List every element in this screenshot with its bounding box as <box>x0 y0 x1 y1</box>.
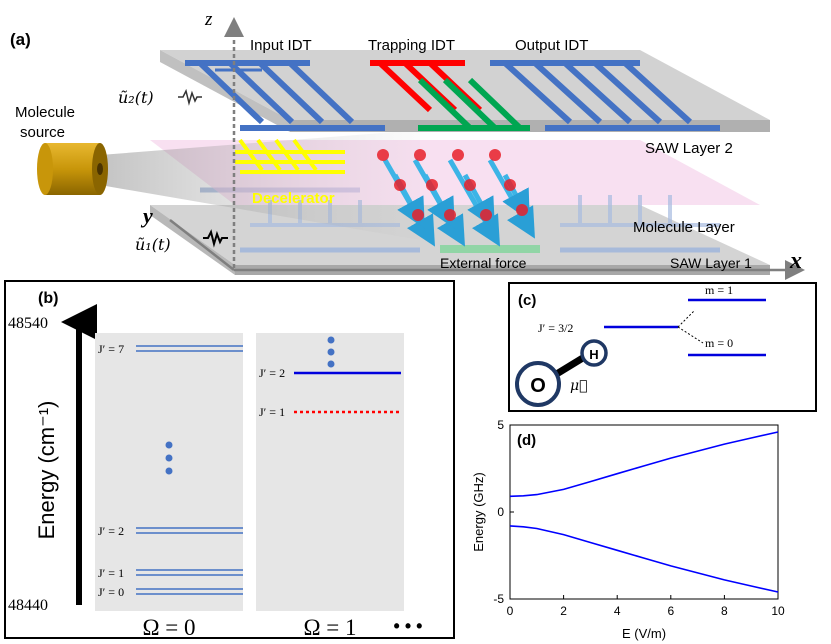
level-j2: J′ = 2 <box>98 524 124 538</box>
y-axis <box>169 219 235 271</box>
panel-b: (b) 48540 48440 Energy (cm⁻¹) J′ = 7 J′ … <box>4 280 455 640</box>
hydrogen-label: H <box>589 347 598 362</box>
output-idt-label: Output IDT <box>515 37 588 54</box>
output-idt <box>490 60 720 131</box>
z-axis-label: z <box>204 9 213 30</box>
x-tick-label: 10 <box>771 604 785 618</box>
saw-layer-1-label: SAW Layer 1 <box>670 255 752 271</box>
panel-b-frame <box>4 280 455 639</box>
u2-label: ũ₂(t) <box>118 88 154 107</box>
y-tick-label: 5 <box>497 418 504 432</box>
layer1-green-strip <box>440 245 540 253</box>
x-tick-label: 6 <box>667 604 674 618</box>
saw-layer-2-label: SAW Layer 2 <box>645 140 733 157</box>
trapping-idt <box>370 60 530 131</box>
panel-a: (a) z y x Input IDT Trapping IDT Output … <box>10 9 805 280</box>
energy-top-value: 48540 <box>8 315 48 332</box>
omega0-vertical-dots <box>165 441 173 475</box>
omega0-levels <box>136 345 243 595</box>
y-tick-label: -5 <box>493 592 504 606</box>
x-tick-label: 0 <box>507 604 514 618</box>
oxygen-atom <box>515 361 561 407</box>
level-omega1-j2: J′ = 2 <box>259 366 285 380</box>
lower-branch-line <box>509 525 779 593</box>
dipole-label: μ⃗ <box>570 378 588 394</box>
u2-signal-icon <box>178 88 202 106</box>
level-omega1-j1: J′ = 1 <box>259 405 285 419</box>
x-axis-title: E (V/m) <box>622 626 666 641</box>
decelerator <box>235 138 345 174</box>
j-three-halves-label: J′ = 3/2 <box>538 321 573 335</box>
series-group <box>509 431 779 593</box>
u1-signal-icon <box>203 229 228 248</box>
omega1-column <box>256 333 404 611</box>
panel-c: (c) J′ = 3/2 m = 1 m = 0 O H μ⃗ <box>508 282 817 412</box>
omega1-label: Ω = 1 <box>303 615 356 640</box>
x-tick-label: 2 <box>560 604 567 618</box>
input-idt-label: Input IDT <box>250 37 312 54</box>
trapping-idt-label: Trapping IDT <box>368 37 455 54</box>
energy-bottom-value: 48440 <box>8 597 48 614</box>
y-axis-title: Energy (GHz) <box>471 472 486 551</box>
external-force-label: External force <box>440 255 527 271</box>
source-label-line1: Molecule <box>15 104 75 121</box>
m0-label: m = 0 <box>705 336 733 350</box>
molecule-source-cylinder <box>37 143 108 195</box>
omega1-vertical-dots <box>327 336 335 368</box>
y-axis-label: y <box>140 203 153 228</box>
u1-label: ũ₁(t) <box>135 235 171 254</box>
panel-d-tag: (d) <box>517 432 536 449</box>
oxygen-label: O <box>530 375 546 397</box>
upper-branch-line <box>509 431 779 498</box>
panel-a-tag: (a) <box>10 30 31 49</box>
molecule-beam <box>100 130 420 240</box>
level-j7: J′ = 7 <box>98 342 124 356</box>
m1-label: m = 1 <box>705 283 733 297</box>
source-label-line2: source <box>20 124 65 141</box>
input-idt <box>185 60 385 131</box>
energy-axis-label: Energy (cm⁻¹) <box>34 401 59 540</box>
x-tick-label: 8 <box>721 604 728 618</box>
x-tick-label: 4 <box>614 604 621 618</box>
level-j0: J′ = 0 <box>98 585 124 599</box>
decelerator-label: Decelerator <box>252 190 335 207</box>
saw-layer-2-plate <box>160 50 770 120</box>
omega0-label: Ω = 0 <box>142 615 195 640</box>
hydrogen-atom <box>580 339 608 367</box>
panel-c-tag: (c) <box>518 292 536 309</box>
level-j1: J′ = 1 <box>98 566 124 580</box>
molecule-layer-label: Molecule Layer <box>633 219 735 236</box>
panel-b-tag: (b) <box>38 290 58 307</box>
y-tick-label: 0 <box>497 505 504 519</box>
trapped-molecules <box>377 149 535 247</box>
x-axis-label: x <box>789 248 802 274</box>
plot-area-frame <box>509 424 779 600</box>
omega-ellipsis: • • • <box>394 616 423 636</box>
